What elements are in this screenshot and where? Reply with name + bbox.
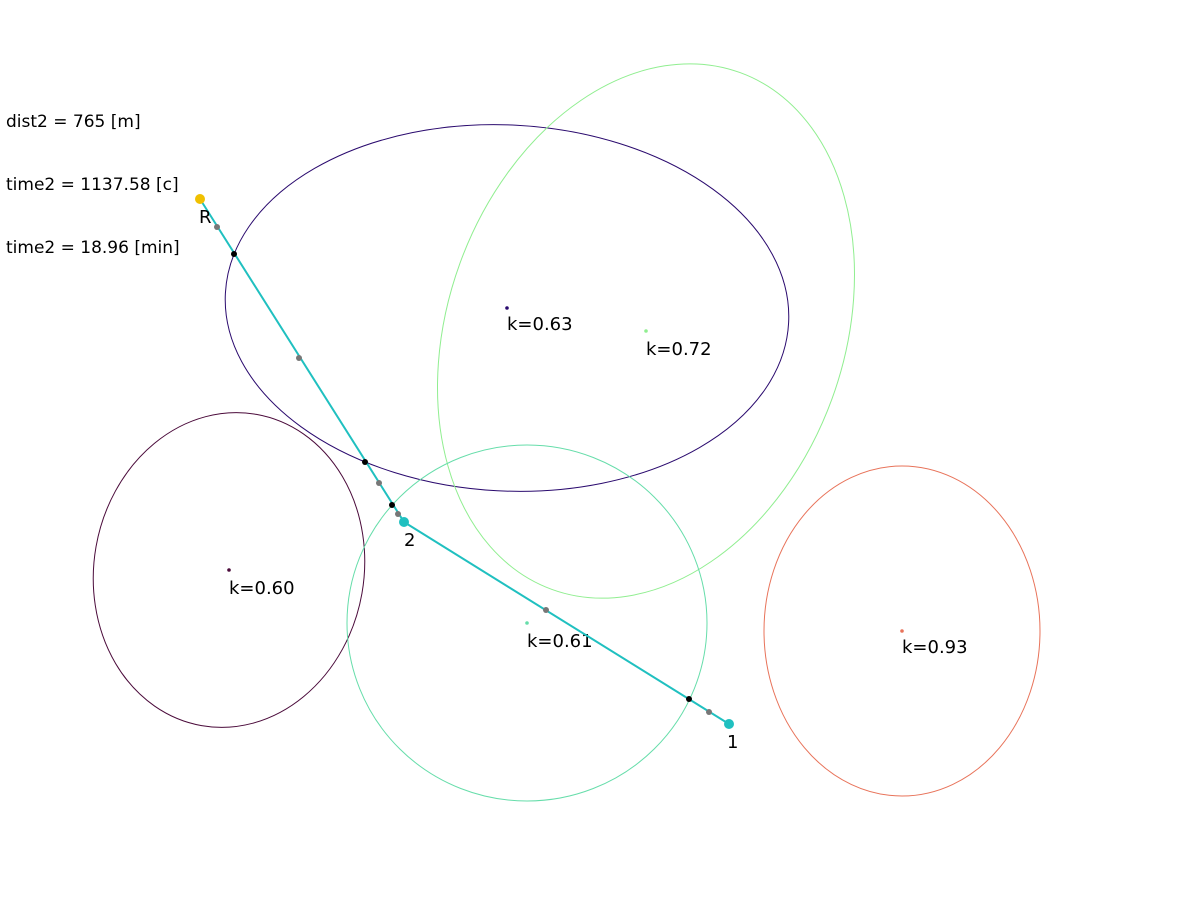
waypoint-2-label: 2 — [404, 530, 415, 551]
waypoint-2 — [399, 517, 409, 527]
zone-outline — [224, 124, 790, 492]
segment-marker — [706, 709, 712, 715]
waypoint-1-label: 1 — [727, 732, 738, 753]
zone-label: k=0.60 — [229, 578, 295, 599]
segment-marker — [543, 607, 549, 613]
route-info: dist2 = 765 [m] time2 = 1137.58 [c] time… — [6, 70, 180, 280]
zone-outline — [346, 444, 708, 802]
time-minutes-readout: time2 = 18.96 [min] — [6, 238, 180, 258]
route-line — [199, 198, 730, 725]
segment-marker — [376, 480, 382, 486]
distance-readout: dist2 = 765 [m] — [6, 112, 141, 132]
zone-center — [900, 629, 904, 633]
segment-marker — [296, 355, 302, 361]
intersection-marker — [389, 502, 395, 508]
start-point-label: R — [199, 207, 212, 228]
segment-marker — [395, 511, 401, 517]
zone-center — [644, 329, 648, 333]
waypoint-1 — [724, 719, 734, 729]
zone-center — [525, 621, 529, 625]
zone-outline — [437, 63, 855, 599]
zone-label: k=0.61 — [527, 631, 593, 652]
zone-center — [227, 568, 231, 572]
zone-outline — [763, 465, 1041, 797]
zone-center — [505, 306, 509, 310]
intersection-marker — [362, 459, 368, 465]
zone-label: k=0.72 — [646, 339, 712, 360]
zone-label: k=0.63 — [507, 314, 573, 335]
segment-marker — [214, 224, 220, 230]
zone-label: k=0.93 — [902, 637, 968, 658]
time-seconds-readout: time2 = 1137.58 [c] — [6, 175, 179, 195]
intersection-marker — [686, 696, 692, 702]
intersection-marker — [231, 251, 237, 257]
start-point — [195, 194, 205, 204]
zone-outline — [92, 412, 366, 728]
